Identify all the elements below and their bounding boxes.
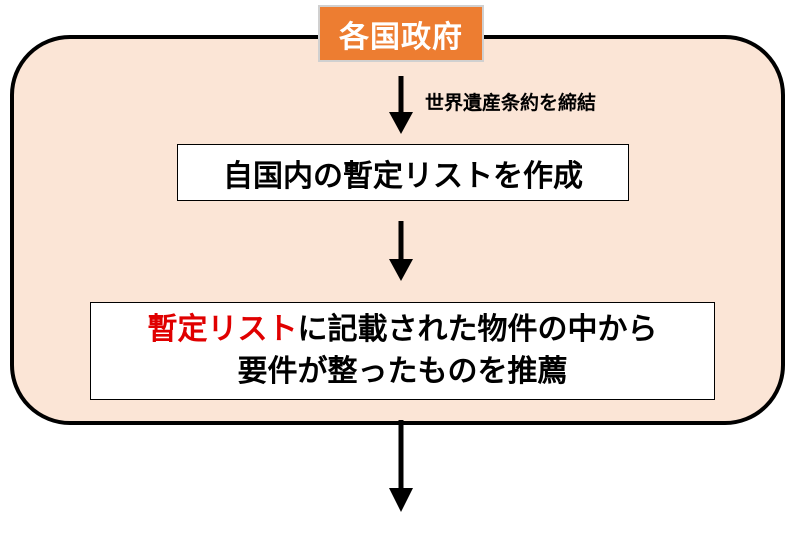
government-label: 各国政府 [318,5,484,62]
arrow-2 [389,221,413,281]
step-recommend-properties: 暫定リストに記載された物件の中から 要件が整ったものを推薦 [90,302,715,400]
arrow-1 [389,76,413,134]
step2-line1: 暫定リストに記載された物件の中から [148,309,658,351]
step2-highlight: 暫定リスト [147,312,298,347]
step1-text: 自国内の暫定リストを作成 [223,158,583,194]
step2-line1-rest: に記載された物件の中から [297,312,658,347]
arrow-note: 世界遺産条約を締結 [425,92,597,114]
step2-line2: 要件が整ったものを推薦 [237,354,568,389]
arrow-3 [389,420,413,512]
step-create-tentative-list: 自国内の暫定リストを作成 [177,144,629,201]
